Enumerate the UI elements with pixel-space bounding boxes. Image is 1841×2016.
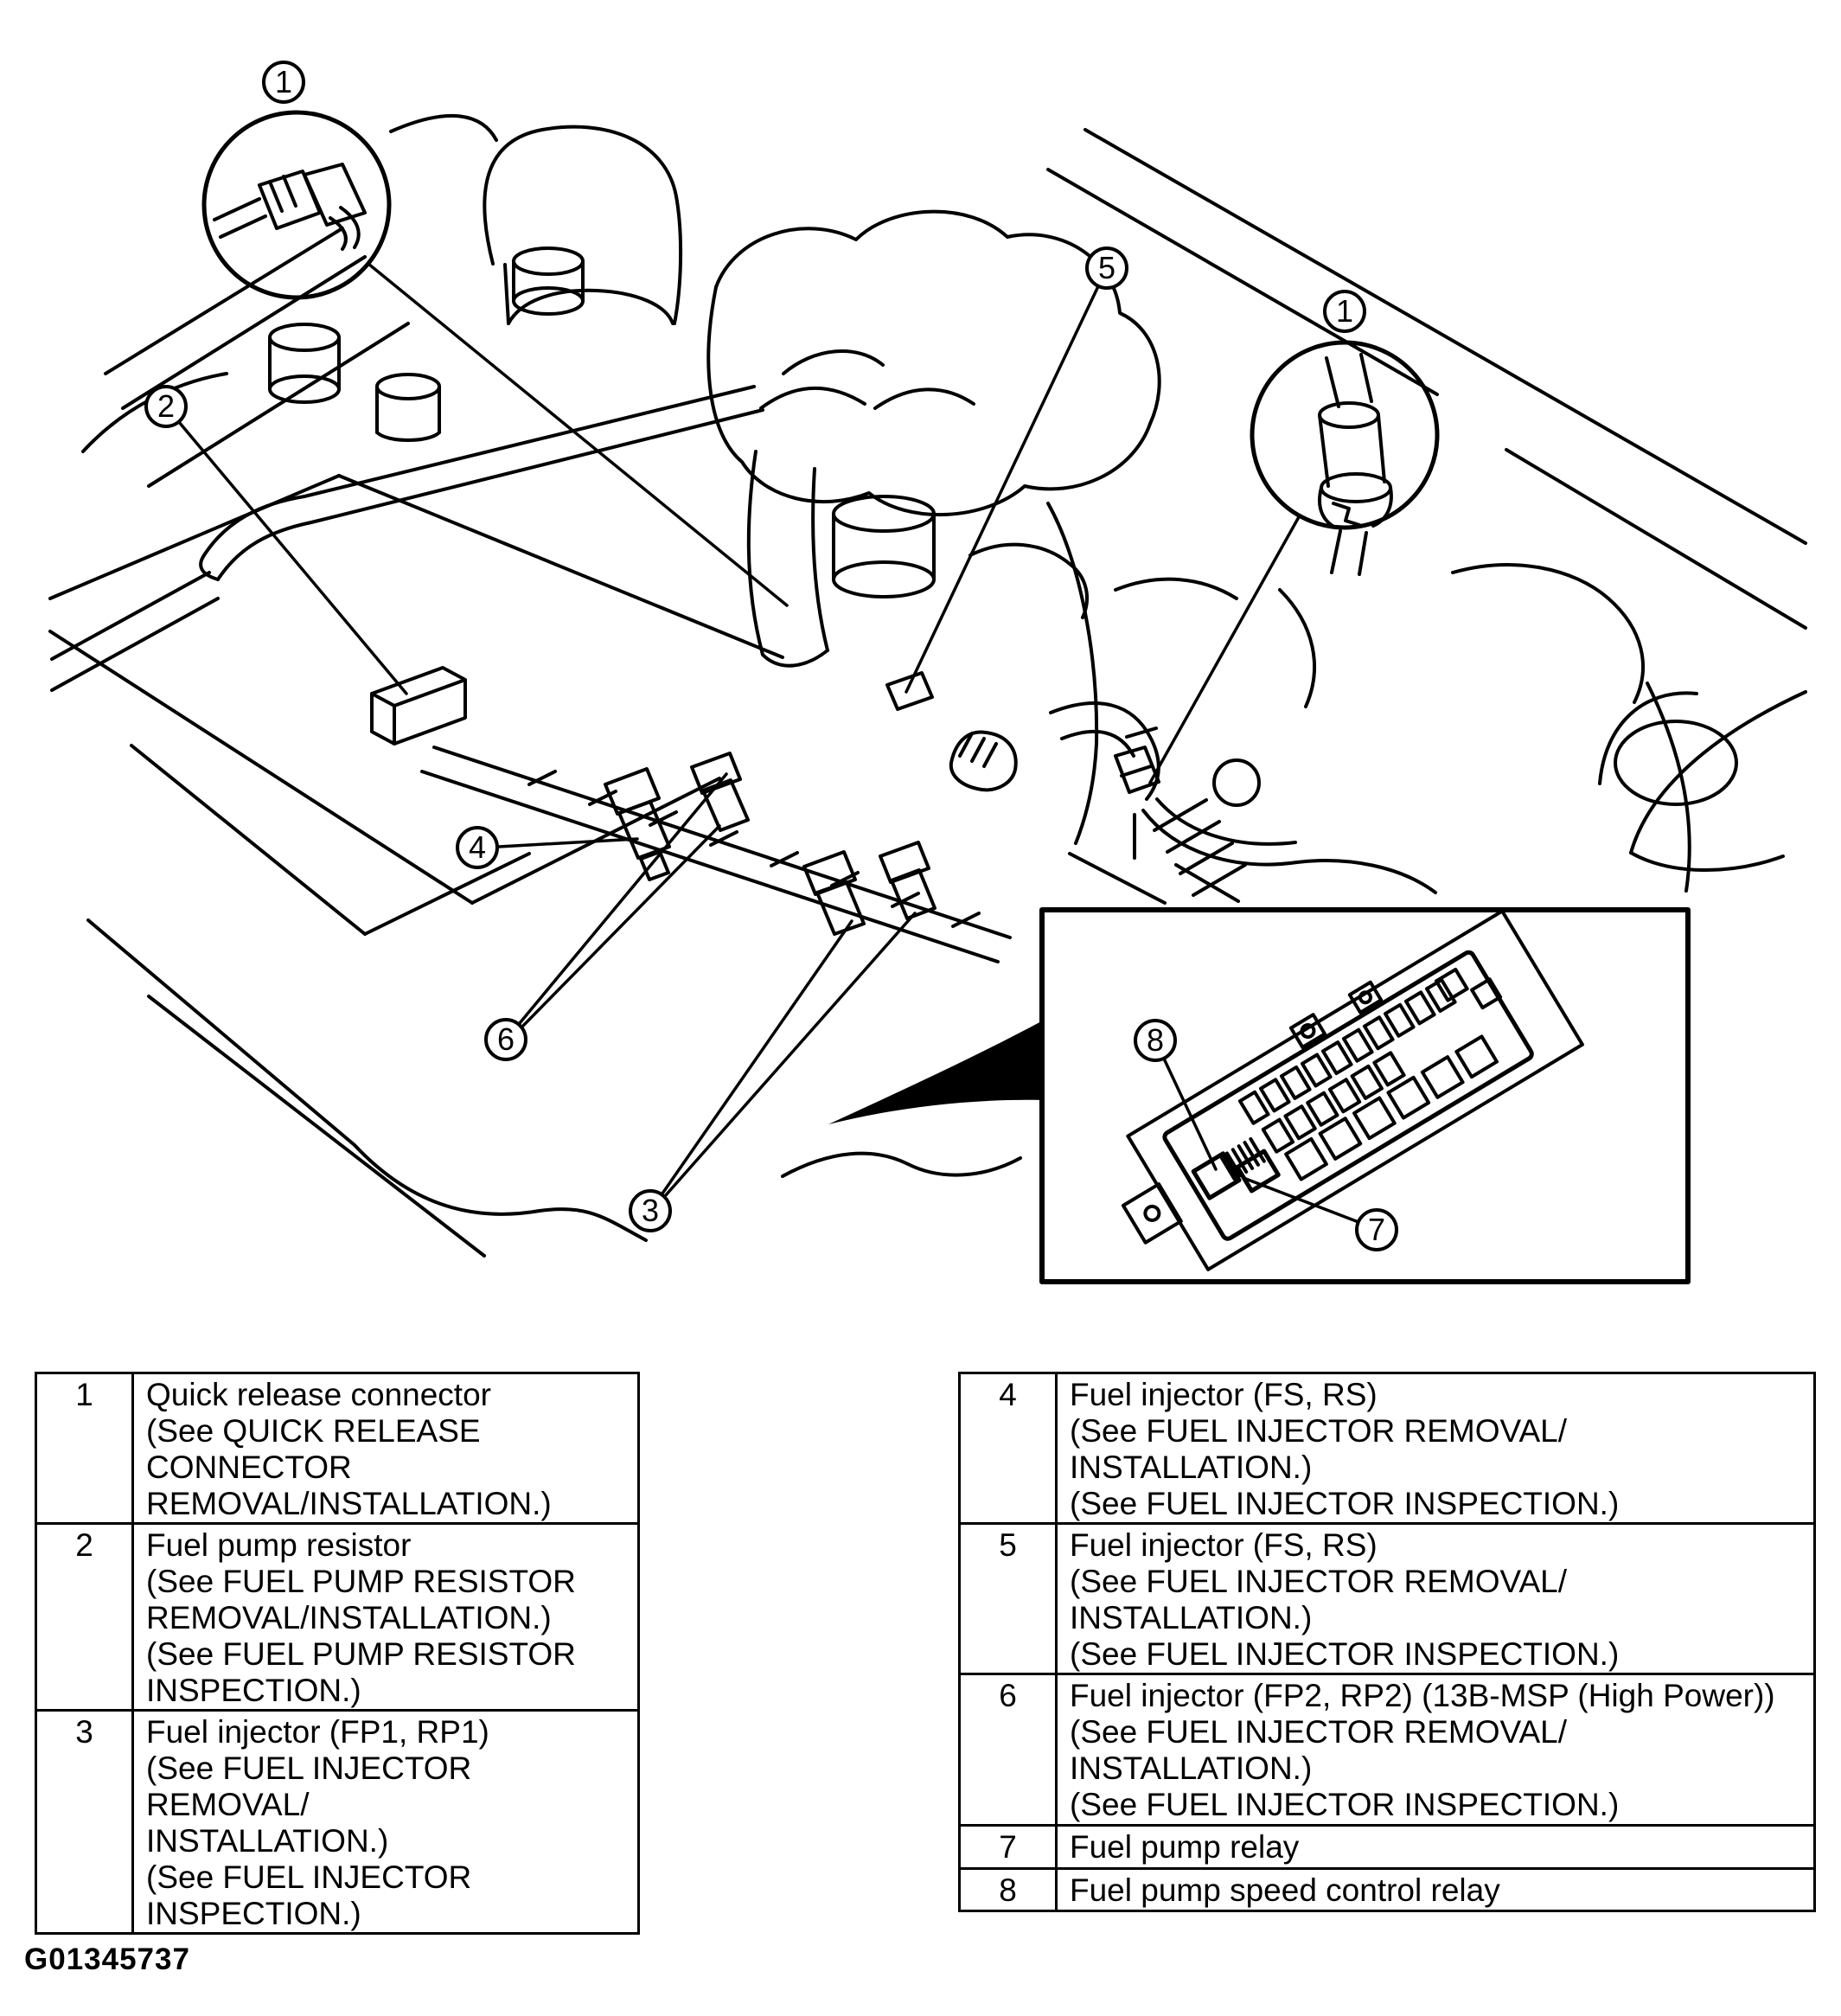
quick-release-inset-left bbox=[201, 110, 392, 300]
legend-cell-desc: Fuel pump relay bbox=[1055, 1824, 1816, 1870]
legend-cell-num: 3 bbox=[35, 1709, 134, 1935]
callout-8-badge: 8 bbox=[1134, 1019, 1177, 1062]
fuse-relay-box-drawing bbox=[1121, 909, 1584, 1271]
legend-table-right: 4 Fuel injector (FS, RS) (See FUEL INJEC… bbox=[958, 1372, 1816, 1912]
callout-1-badge-left: 1 bbox=[262, 61, 305, 104]
legend-cell-desc: Fuel injector (FP1, RP1) (See FUEL INJEC… bbox=[131, 1709, 640, 1935]
relay-box-inset bbox=[1039, 907, 1691, 1284]
legend-row: 2 Fuel pump resistor (See FUEL PUMP RESI… bbox=[35, 1522, 640, 1712]
legend-row: 8 Fuel pump speed control relay bbox=[958, 1867, 1816, 1912]
legend-cell-num: 5 bbox=[958, 1522, 1058, 1675]
legend-cell-desc: Fuel pump resistor (See FUEL PUMP RESIST… bbox=[131, 1522, 640, 1712]
legend-cell-num: 1 bbox=[35, 1372, 134, 1525]
legend-row: 7 Fuel pump relay bbox=[958, 1824, 1816, 1870]
legend-cell-num: 6 bbox=[958, 1673, 1058, 1827]
engine-line-art bbox=[48, 113, 1807, 1258]
legend-row: 5 Fuel injector (FS, RS) (See FUEL INJEC… bbox=[958, 1522, 1816, 1675]
callout-2-badge: 2 bbox=[144, 385, 188, 428]
leader-lines bbox=[177, 262, 1360, 1224]
quick-release-inset-right bbox=[1250, 340, 1440, 576]
figure-id: G01345737 bbox=[24, 1942, 190, 1976]
legend-cell-num: 2 bbox=[35, 1522, 134, 1712]
callout-4-badge: 4 bbox=[456, 826, 499, 869]
legend-row: 3 Fuel injector (FP1, RP1) (See FUEL INJ… bbox=[35, 1709, 640, 1935]
fuel-pump-resistor-drawing bbox=[370, 666, 467, 746]
callout-5-badge: 5 bbox=[1085, 246, 1128, 290]
callout-6-badge: 6 bbox=[484, 1018, 527, 1061]
legend-cell-desc: Quick release connector (See QUICK RELEA… bbox=[131, 1372, 640, 1525]
legend-row: 1 Quick release connector (See QUICK REL… bbox=[35, 1372, 640, 1525]
quick-release-connector-drawing bbox=[1318, 353, 1393, 576]
legend-cell-desc: Fuel injector (FS, RS) (See FUEL INJECTO… bbox=[1055, 1522, 1816, 1675]
legend-row: 6 Fuel injector (FP2, RP2) (13B-MSP (Hig… bbox=[958, 1673, 1816, 1827]
fuel-pump-speed-control-relay bbox=[1191, 1151, 1242, 1200]
callout-7-badge: 7 bbox=[1355, 1208, 1398, 1251]
callout-1-badge-right: 1 bbox=[1323, 290, 1366, 333]
quick-release-connector-drawing bbox=[213, 163, 367, 251]
legend-cell-num: 4 bbox=[958, 1372, 1058, 1525]
callout-3-badge: 3 bbox=[629, 1189, 672, 1232]
pointer-wedge bbox=[828, 1021, 1043, 1124]
legend-cell-num: 8 bbox=[958, 1867, 1058, 1912]
legend-cell-num: 7 bbox=[958, 1824, 1058, 1870]
legend-cell-desc: Fuel injector (FP2, RP2) (13B-MSP (High … bbox=[1055, 1673, 1816, 1827]
legend-row: 4 Fuel injector (FS, RS) (See FUEL INJEC… bbox=[958, 1372, 1816, 1525]
legend-cell-desc: Fuel injector (FS, RS) (See FUEL INJECTO… bbox=[1055, 1372, 1816, 1525]
legend-cell-desc: Fuel pump speed control relay bbox=[1055, 1867, 1816, 1912]
legend-table-left: 1 Quick release connector (See QUICK REL… bbox=[35, 1372, 640, 1935]
